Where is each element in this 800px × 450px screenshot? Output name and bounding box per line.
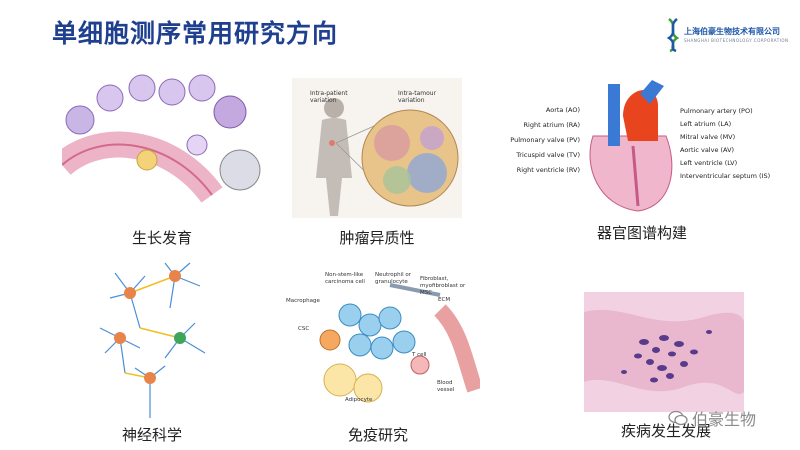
label-ecm: ECM: [438, 297, 451, 303]
label-pulmonary-artery: Pulmonary artery (PO): [680, 107, 753, 115]
label-csc: CSC: [298, 326, 310, 332]
label-macrophage: Macrophage: [286, 298, 320, 304]
label-left-ventricle: Left ventricle (LV): [680, 159, 738, 167]
page-title: 单细胞测序常用研究方向: [52, 19, 339, 48]
label-intra-tumour: Intra-tamour variation: [398, 90, 437, 104]
label-tricuspid-valve: Tricuspid valve (TV): [516, 151, 580, 159]
heart-left-labels: Aorta (AO) Right atrium (RA) Pulmonary v…: [508, 103, 580, 178]
tumor-microenvironment-illustration: [290, 270, 483, 410]
label-septum: Interventricular septum (IS): [680, 172, 771, 180]
caption-disease: 疾病发生发展: [620, 422, 711, 440]
label-non-stem-carcinoma: Non-stem-like carcinoma cell: [325, 272, 365, 285]
watermark: 伯豪生物: [668, 406, 756, 430]
label-pulmonary-valve: Pulmonary valve (PV): [510, 136, 580, 144]
caption-development: 生长发育: [131, 229, 192, 247]
logo-subtitle: SHANGHAI BIOTECHNOLOGY CORPORATION: [684, 37, 789, 43]
label-aortic-valve: Aortic valve (AV): [680, 146, 735, 154]
heart-right-labels: Pulmonary artery (PO) Left atrium (LA) M…: [680, 105, 792, 183]
neuron-network-illustration: [95, 258, 210, 423]
label-neutrophil: Neutrophil or granulocyte: [375, 272, 412, 285]
logo-name: 上海伯豪生物技术有限公司: [684, 26, 780, 36]
label-intra-patient: Intra-patient variation: [310, 90, 348, 104]
watermark-text: 伯豪生物: [692, 410, 757, 429]
label-left-atrium: Left atrium (LA): [680, 120, 732, 128]
tumor-heterogeneity-illustration: [292, 78, 462, 218]
company-logo: 上海伯豪生物技术有限公司 SHANGHAI BIOTECHNOLOGY CORP…: [666, 18, 789, 52]
label-adipocyte: Adipocyte: [345, 397, 373, 403]
caption-organ-atlas: 器官图谱构建: [596, 224, 687, 242]
label-blood-vessel: Blood vessel: [437, 380, 455, 393]
dna-logo-icon: [666, 18, 680, 52]
caption-tumor: 肿瘤异质性: [339, 229, 415, 247]
label-t-cell: T cell: [412, 352, 427, 358]
caption-immunity: 免疫研究: [347, 426, 408, 444]
label-mitral-valve: Mitral valve (MV): [680, 133, 736, 141]
heart-anatomy-illustration: [578, 76, 678, 216]
label-aorta: Aorta (AO): [545, 106, 580, 114]
caption-neuroscience: 神经科学: [121, 426, 182, 444]
development-illustration: [53, 70, 262, 215]
wechat-icon: [668, 410, 688, 426]
label-fibroblast: Fibroblast, myofibroblast or MSC: [420, 276, 466, 296]
histology-image: [584, 292, 745, 412]
label-right-atrium: Right atrium (RA): [523, 121, 580, 129]
label-right-ventricle: Right ventricle (RV): [516, 166, 580, 174]
